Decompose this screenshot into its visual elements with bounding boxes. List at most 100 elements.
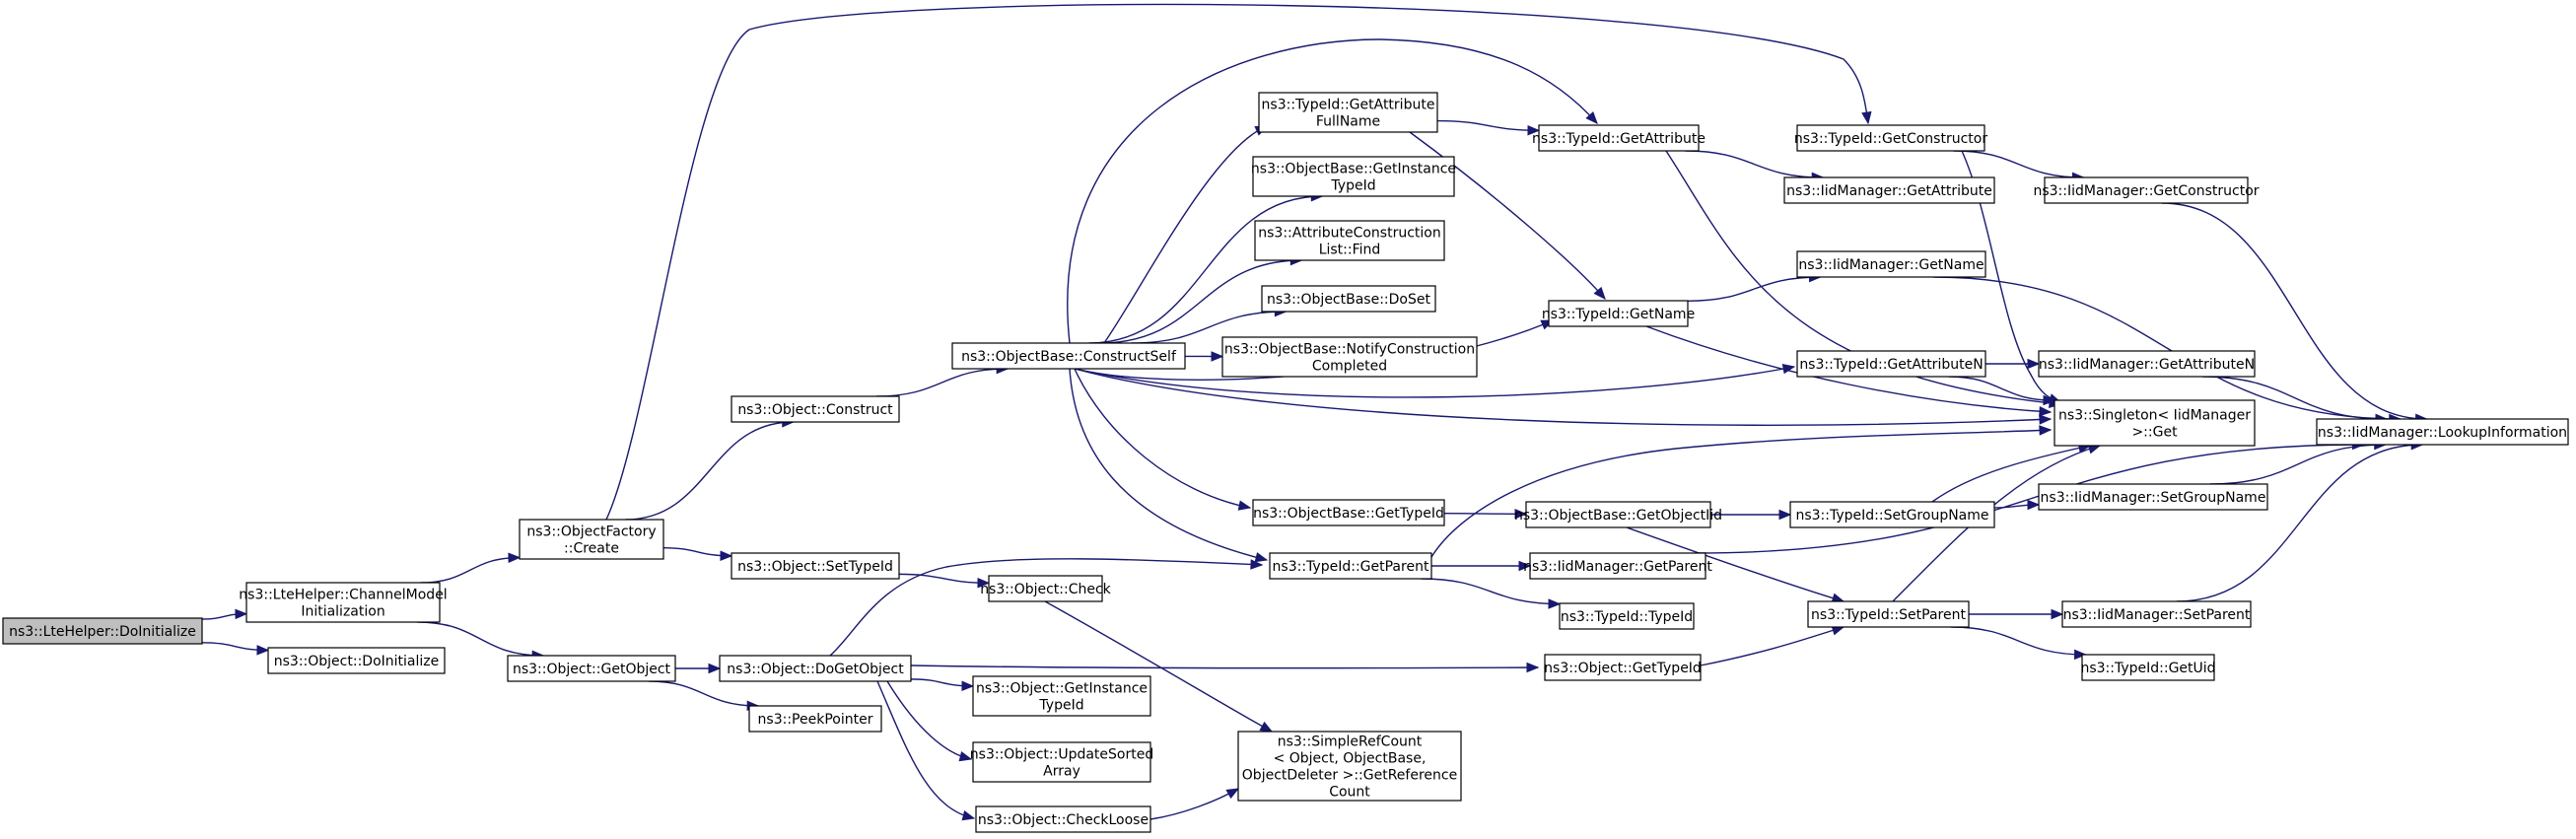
node-label: ns3::IidManager::SetParent [2063, 607, 2251, 623]
node-label: ns3::Object::GetObject [513, 662, 671, 677]
edge-n3-n6 [662, 546, 733, 561]
node-label: ns3::Object::GetInstance [976, 681, 1148, 697]
node-n13[interactable]: ns3::Object::CheckLoose [975, 805, 1151, 833]
edge-line [2161, 202, 2427, 420]
node-n32[interactable]: ns3::TypeId::SetGroupName [1789, 501, 1995, 528]
node-label: ns3::Object::CheckLoose [978, 812, 1149, 828]
node-n6[interactable]: ns3::Object::SetTypeId [731, 552, 900, 580]
node-n2[interactable]: ns3::Object::DoInitialize [267, 647, 446, 674]
edge-line [2209, 444, 2386, 485]
call-graph-nodes: ns3::LteHelper::DoInitialize ns3::LteHelp… [2, 92, 2569, 833]
arrowhead [2039, 425, 2053, 436]
node-label: ns3::Object::SetTypeId [737, 559, 893, 575]
node-n37[interactable]: ns3::Singleton< IidManager>::Get [2054, 399, 2256, 447]
node-n25[interactable]: ns3::IidManager::GetParent [1523, 552, 1712, 580]
edge-line [1685, 150, 1824, 178]
node-n39[interactable]: ns3::IidManager::SetParent [2061, 600, 2252, 628]
node-n19[interactable]: ns3::ObjectBase::GetTypeId [1252, 499, 1445, 526]
node-n28[interactable]: ns3::TypeId::GetConstructor [1794, 124, 1987, 152]
node-n35[interactable]: ns3::IidManager::GetConstructor [2033, 176, 2260, 204]
node-box [507, 655, 676, 682]
node-n10[interactable]: ns3::Object::Check [980, 575, 1112, 602]
node-box [1796, 350, 1986, 378]
node-label: List::Find [1319, 243, 1381, 258]
node-n20[interactable]: ns3::TypeId::GetParent [1269, 552, 1432, 580]
node-box [1529, 552, 1706, 580]
edge-n4-n8 [648, 680, 760, 712]
node-n23[interactable]: ns3::TypeId::GetName [1542, 300, 1695, 327]
node-label: ns3::TypeId::GetAttributeN [1799, 357, 1983, 373]
node-n8[interactable]: ns3::PeekPointer [748, 705, 882, 733]
node-n27[interactable]: ns3::Object::GetTypeId [1544, 654, 1702, 681]
node-n31[interactable]: ns3::TypeId::GetAttributeN [1796, 350, 1986, 378]
arrowhead [1593, 286, 1606, 300]
edge-n13-n21 [1149, 788, 1240, 820]
edge-line [1953, 150, 2084, 178]
node-n5[interactable]: ns3::Object::Construct [731, 395, 900, 423]
node-n34[interactable]: ns3::TypeId::GetUid [2080, 654, 2216, 681]
node-box [1807, 600, 1970, 628]
edge-n27-n33 [1700, 625, 1845, 666]
node-box [731, 395, 900, 423]
arrowhead [720, 550, 733, 561]
edge-n33-n34 [1950, 626, 2087, 661]
arrowhead [508, 552, 522, 564]
edge-line [420, 556, 521, 584]
node-n21[interactable]: ns3::SimpleRefCount< Object, ObjectBase,… [1237, 731, 1462, 802]
node-n36[interactable]: ns3::IidManager::GetAttributeN [2038, 350, 2256, 378]
node-n29[interactable]: ns3::IidManager::GetAttribute [1783, 176, 1995, 204]
edge-n39-n40 [2176, 439, 2424, 602]
node-n38[interactable]: ns3::IidManager::SetGroupName [2038, 483, 2268, 511]
edge-line [417, 621, 544, 657]
node-label: ns3::IidManager::SetGroupName [2041, 490, 2266, 506]
node-n26[interactable]: ns3::TypeId::TypeId [1559, 602, 1695, 630]
edge-n35-n40 [2161, 202, 2428, 424]
arrowhead [1585, 110, 1598, 124]
arrowhead [1514, 509, 1528, 520]
arrowhead [2073, 649, 2087, 661]
edge-n1-n3 [420, 552, 522, 584]
node-n22[interactable]: ns3::TypeId::GetAttribute [1532, 124, 1706, 152]
node-n0[interactable]: ns3::LteHelper::DoInitialize [2, 617, 203, 645]
edge-line [875, 368, 1009, 397]
node-n17[interactable]: ns3::ObjectBase::DoSet [1261, 285, 1436, 313]
node-box [2054, 399, 2256, 447]
node-n1[interactable]: ns3::LteHelper::ChannelModelInitializati… [239, 582, 448, 623]
node-box [972, 675, 1151, 717]
node-box [1796, 124, 1985, 152]
edge-n7-n20 [829, 558, 1264, 657]
node-n4[interactable]: ns3::Object::GetObject [507, 655, 676, 682]
node-n3[interactable]: ns3::ObjectFactory::Create [519, 519, 664, 560]
node-box [2038, 350, 2256, 378]
node-n7[interactable]: ns3::Object::DoGetObject [719, 655, 912, 682]
arrowhead [1778, 509, 1792, 521]
node-box [2044, 176, 2249, 204]
node-box [245, 582, 441, 623]
edge-line [2176, 444, 2423, 602]
node-label: ns3::TypeId::SetParent [1811, 607, 1966, 623]
edge-line [625, 421, 794, 521]
node-n24[interactable]: ns3::ObjectBase::GetObjectIid [1514, 501, 1722, 528]
node-n30[interactable]: ns3::IidManager::GetName [1796, 250, 1986, 278]
node-n33[interactable]: ns3::TypeId::SetParent [1807, 600, 1970, 628]
node-box [1783, 176, 1995, 204]
edge-line [1430, 429, 2052, 558]
edge-line [1645, 325, 2052, 413]
node-n18[interactable]: ns3::ObjectBase::NotifyConstructionCompl… [1221, 336, 1478, 378]
arrowhead [2051, 608, 2064, 620]
node-n9[interactable]: ns3::ObjectBase::ConstructSelf [951, 342, 1186, 370]
edge-line [1044, 600, 1273, 733]
node-label: ns3::IidManager::GetAttributeN [2039, 357, 2255, 373]
node-label: ns3::Singleton< IidManager [2058, 408, 2251, 424]
node-label: ns3::PeekPointer [758, 712, 873, 728]
node-n40[interactable]: ns3::IidManager::LookupInformation [2316, 418, 2569, 446]
edge-line [2202, 376, 2387, 420]
edge-line [1103, 125, 1268, 344]
edge-n32-n38 [1993, 499, 2041, 511]
node-label: ns3::ObjectBase::GetObjectIid [1514, 508, 1722, 524]
